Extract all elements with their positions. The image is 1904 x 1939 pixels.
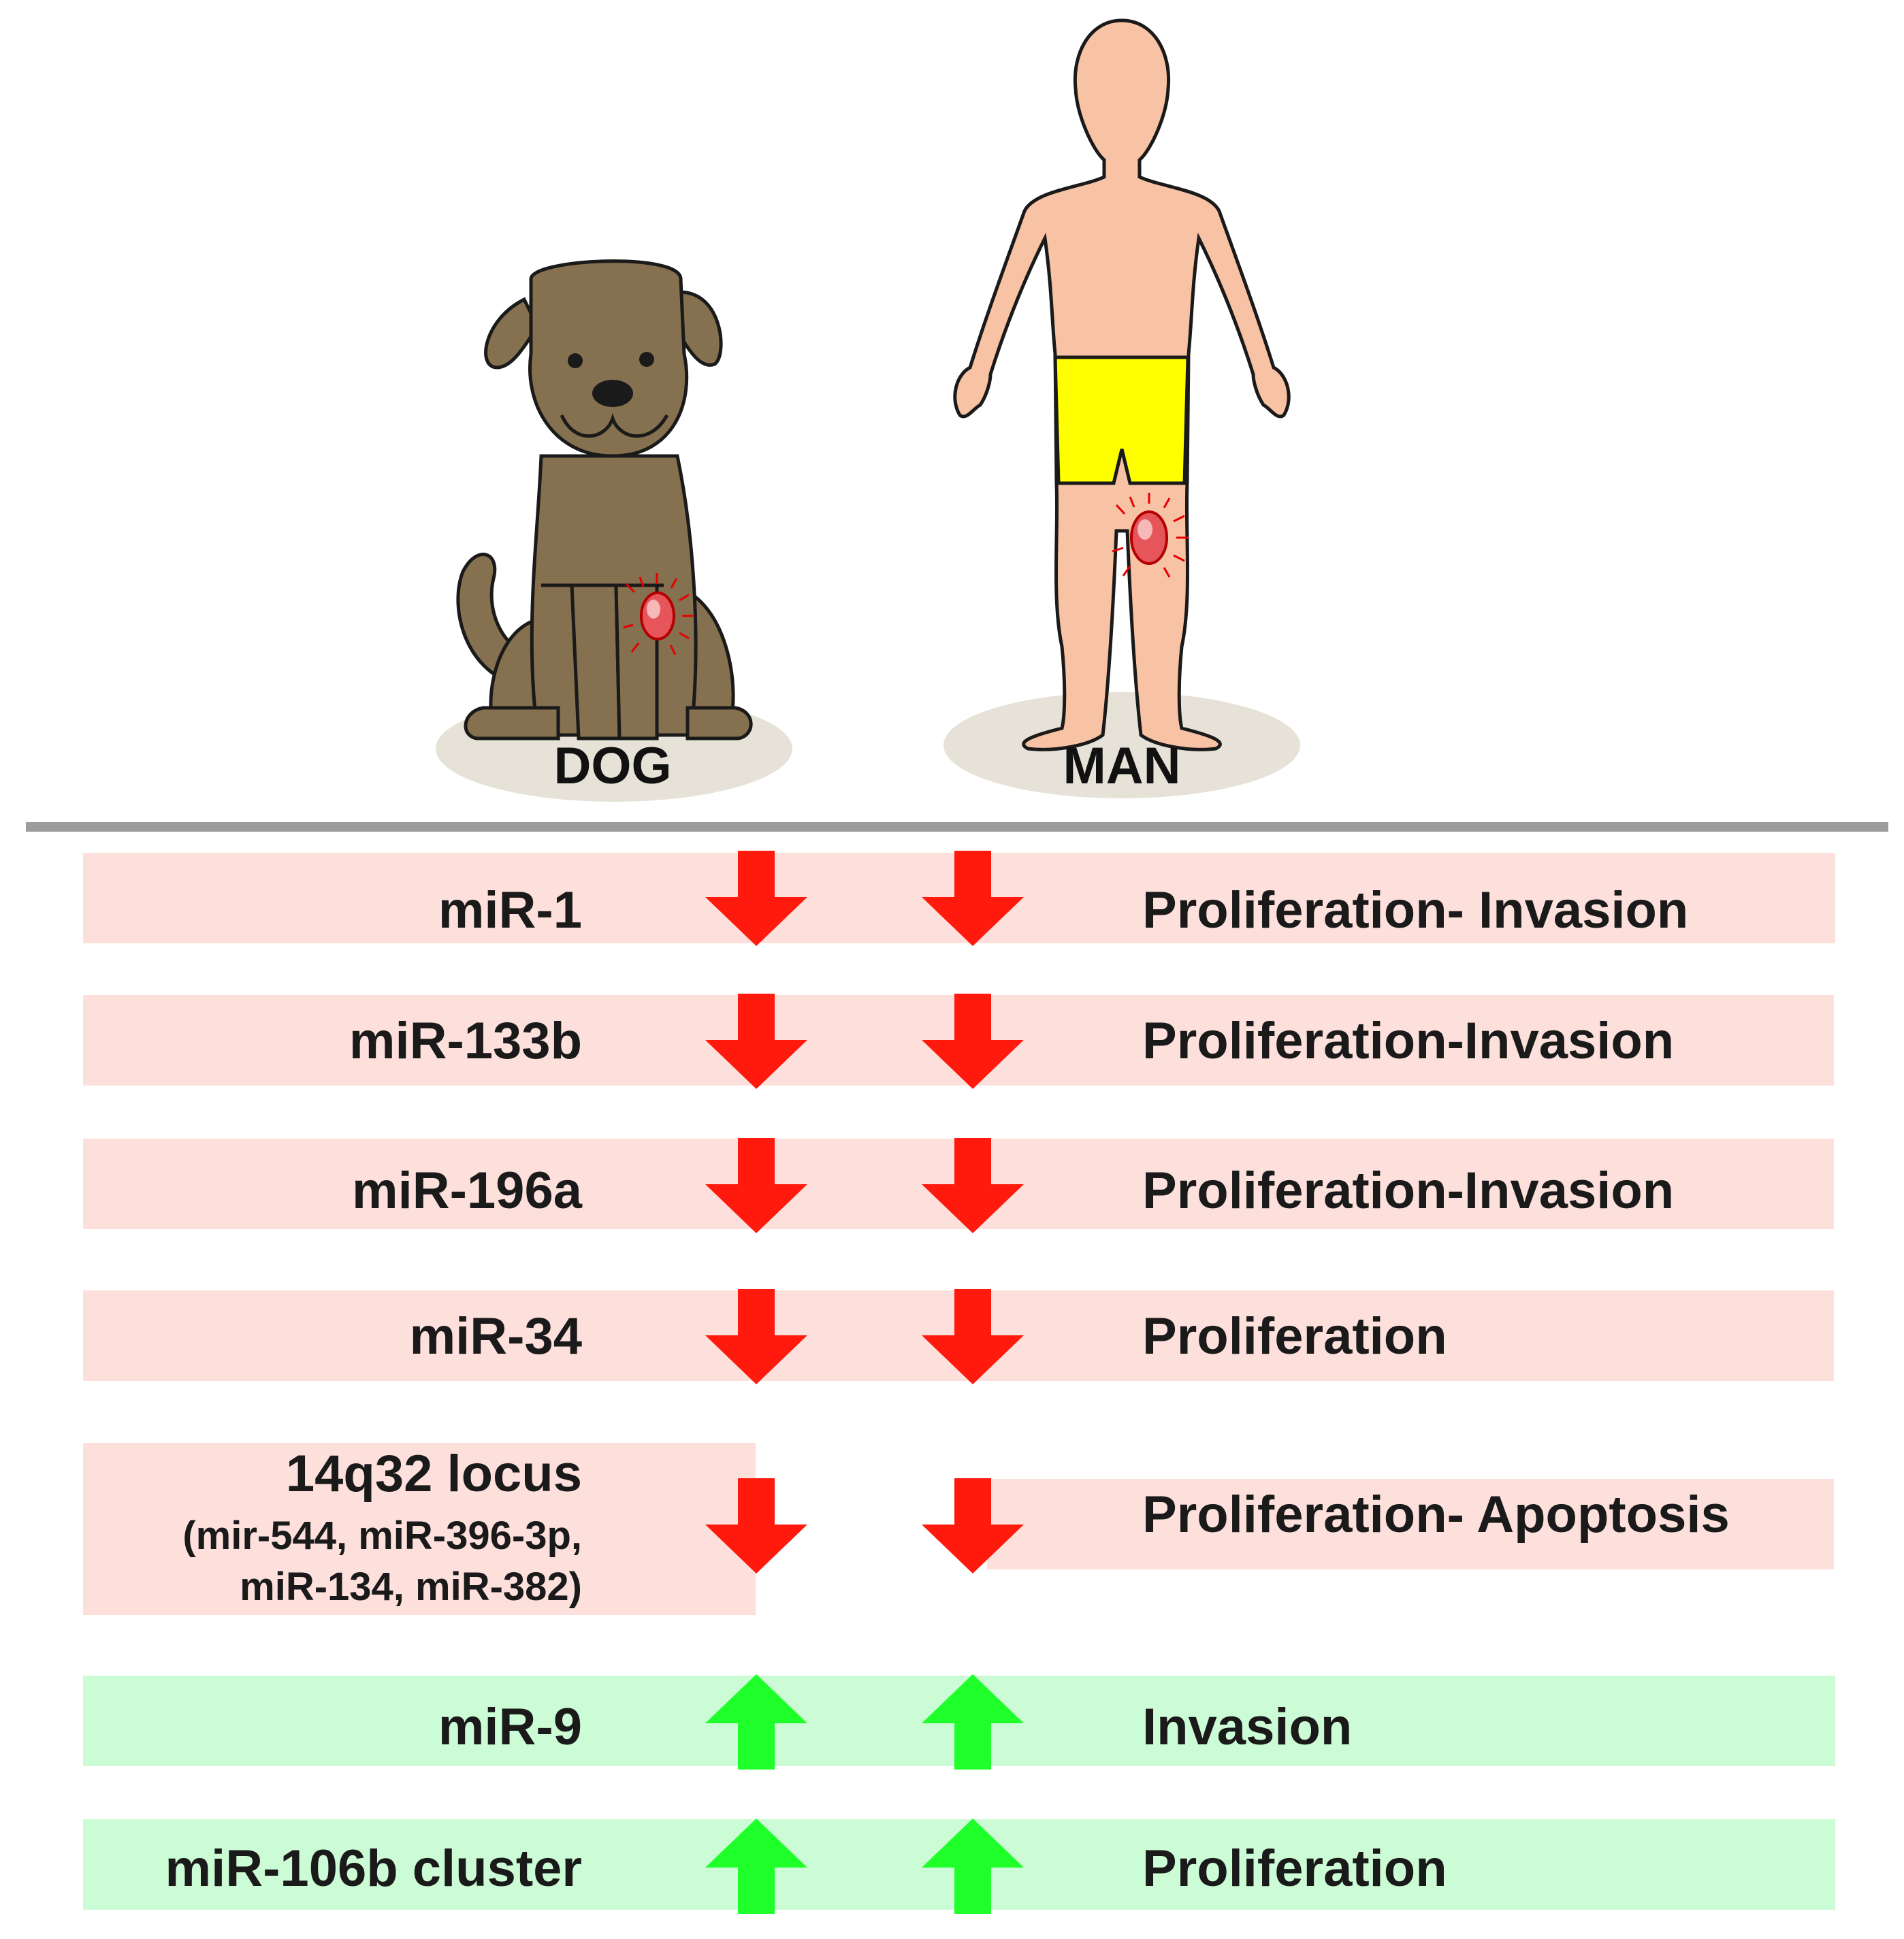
mir-sublabel-row-5-line-1: (mir-544, miR-396-3p, xyxy=(182,1514,582,1558)
mir-label-row-5: 14q32 locus xyxy=(285,1445,582,1503)
effect-label-row-3: Proliferation-Invasion xyxy=(1142,1162,1675,1220)
row-background-14q32-left xyxy=(83,1443,756,1615)
dog-tumor-icon xyxy=(623,573,693,655)
dog-back-foot-right xyxy=(685,706,753,740)
man-tumor-icon xyxy=(1112,493,1189,578)
dog-ear-left xyxy=(484,297,540,370)
mir-label-row-4: miR-34 xyxy=(409,1307,582,1365)
dog-label: DOG xyxy=(553,737,672,795)
dog-arrow-down-row-5 xyxy=(705,1478,807,1574)
dog-mouth xyxy=(560,413,669,438)
dog-back-foot-left xyxy=(464,706,560,740)
effect-label-row-5: Proliferation- Apoptosis xyxy=(1142,1486,1730,1544)
man-arrow-down-row-3 xyxy=(922,1138,1024,1233)
man-arrow-up-row-7 xyxy=(922,1819,1024,1914)
divider-line xyxy=(26,822,1888,832)
dog-front-leg-left xyxy=(570,585,622,740)
dog-eye-left xyxy=(568,353,583,368)
dog-nose xyxy=(592,380,633,407)
effect-label-row-7: Proliferation xyxy=(1142,1840,1447,1897)
dog-head xyxy=(528,259,689,458)
dog-arrow-down-row-2 xyxy=(705,994,807,1089)
man-arrow-down-row-2 xyxy=(922,994,1024,1089)
dog-arrow-down-row-1 xyxy=(705,851,807,946)
effect-label-row-6: Invasion xyxy=(1142,1698,1353,1756)
dog-arrow-down-row-3 xyxy=(705,1138,807,1233)
dog-arrow-up-row-7 xyxy=(705,1819,807,1914)
dog-illustration xyxy=(436,259,792,802)
mir-label-row-1: miR-1 xyxy=(438,881,582,939)
man-illustration xyxy=(943,18,1300,798)
dog-arrow-down-row-4 xyxy=(705,1289,807,1384)
row-background-14q32-right xyxy=(987,1479,1834,1569)
effect-label-row-4: Proliferation xyxy=(1142,1307,1447,1365)
man-shadow xyxy=(943,692,1300,798)
mir-label-row-2: miR-133b xyxy=(349,1012,582,1070)
man-shorts xyxy=(1053,355,1190,485)
effect-label-row-1: Proliferation- Invasion xyxy=(1142,881,1689,939)
mir-label-row-6: miR-9 xyxy=(438,1698,582,1756)
man-arrow-down-row-4 xyxy=(922,1289,1024,1384)
man-arrow-down-row-5 xyxy=(922,1478,1024,1574)
dog-eye-right xyxy=(639,352,654,367)
mir-sublabel-row-5-line-2: miR-134, miR-382) xyxy=(240,1565,582,1609)
man-arrow-down-row-1 xyxy=(922,851,1024,946)
man-label: MAN xyxy=(1063,737,1181,795)
man-arrow-up-row-6 xyxy=(922,1674,1024,1770)
effect-label-row-2: Proliferation-Invasion xyxy=(1142,1012,1675,1070)
dog-arrow-up-row-6 xyxy=(705,1674,807,1770)
mir-label-row-3: miR-196a xyxy=(352,1162,582,1220)
mir-label-row-7: miR-106b cluster xyxy=(165,1840,582,1897)
